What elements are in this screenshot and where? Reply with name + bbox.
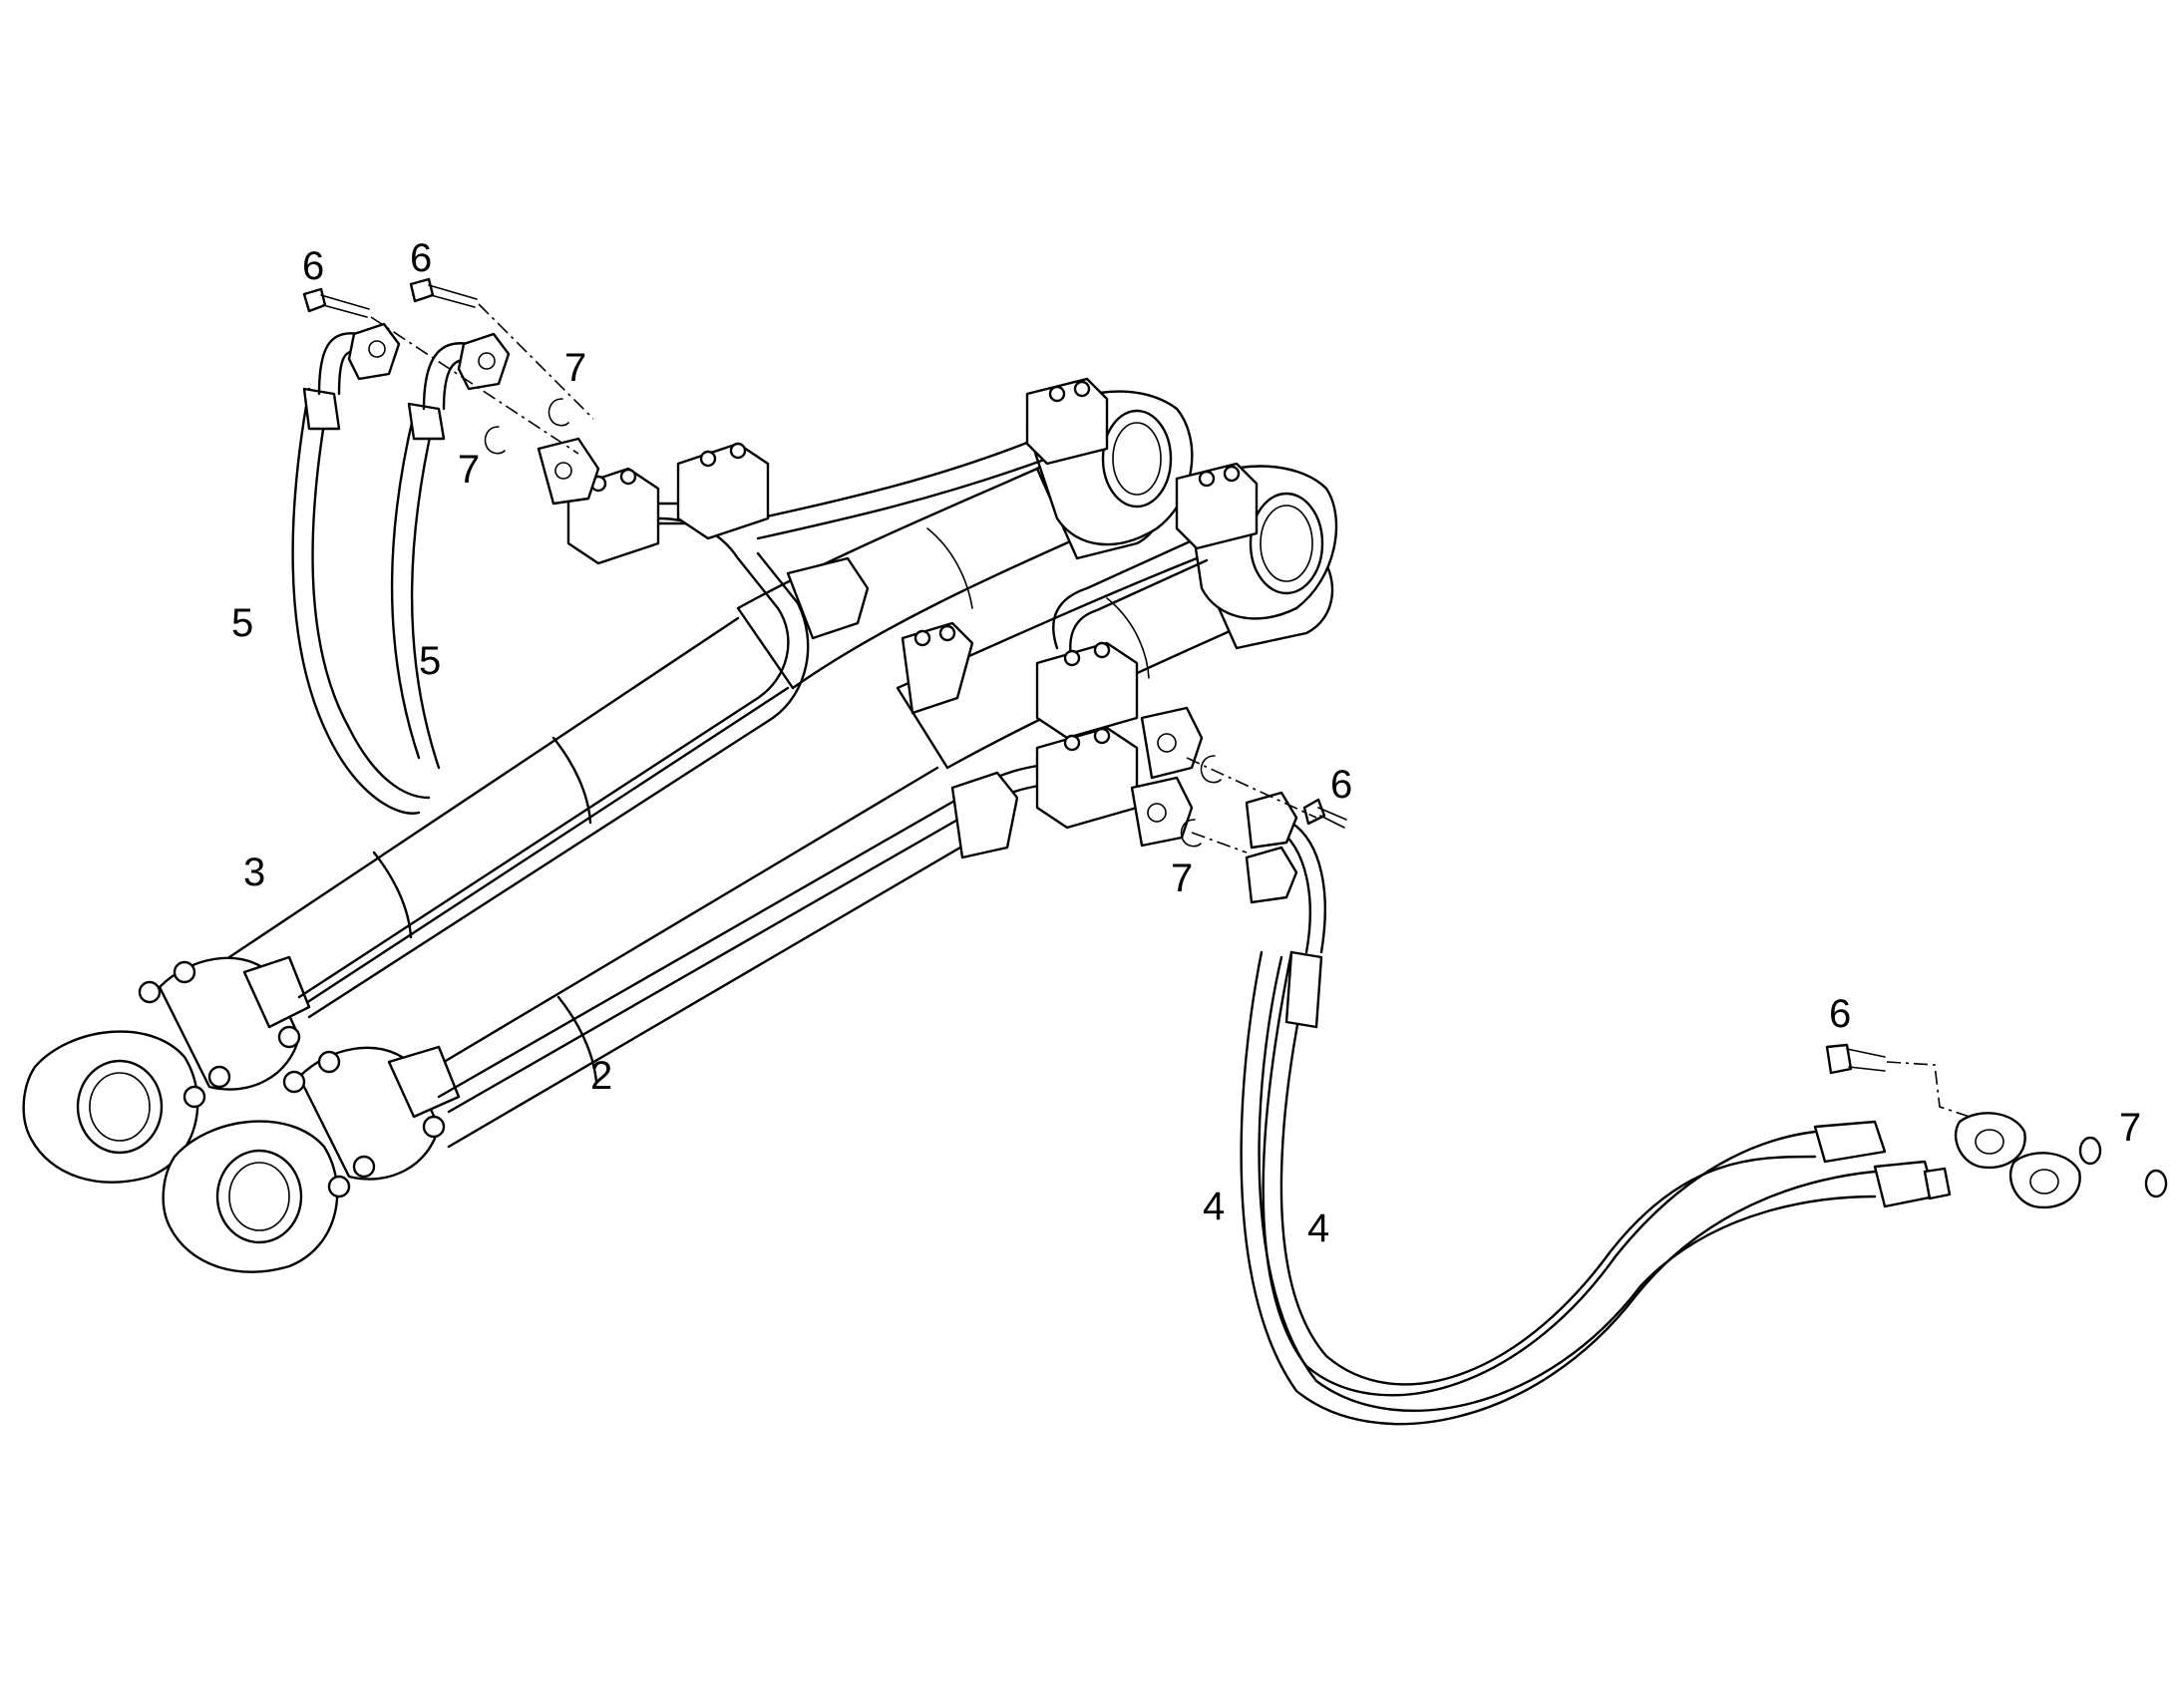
screws bbox=[302, 277, 1886, 1075]
port-flanges bbox=[537, 437, 1204, 848]
callout-2: 2 bbox=[590, 1054, 612, 1098]
callout-5-left: 5 bbox=[231, 601, 253, 645]
callout-6-bottom-right: 6 bbox=[1829, 992, 1851, 1036]
hose-4 bbox=[1240, 791, 1952, 1426]
callout-7-upper: 7 bbox=[564, 346, 586, 390]
callout-7-lower: 7 bbox=[458, 448, 480, 492]
callout-5-right: 5 bbox=[419, 639, 441, 683]
callout-6-top-right: 6 bbox=[410, 236, 432, 280]
callout-7-mid-right: 7 bbox=[1171, 856, 1193, 900]
hose-5-left bbox=[291, 322, 431, 815]
callout-6-top-left: 6 bbox=[302, 244, 324, 288]
callout-4-left: 4 bbox=[1203, 1185, 1225, 1228]
o-rings bbox=[484, 398, 2168, 1198]
hose-5-right bbox=[390, 332, 511, 770]
cylinder-3-head-eye bbox=[22, 955, 311, 1184]
assembly-center-lines bbox=[370, 303, 1971, 1118]
loose-flanges bbox=[1954, 1112, 2081, 1209]
tube-clamps bbox=[566, 377, 1259, 859]
callout-6-mid-right: 6 bbox=[1330, 763, 1352, 807]
callout-4-right: 4 bbox=[1307, 1206, 1329, 1250]
callout-7-bottom-right: 7 bbox=[2119, 1106, 2141, 1150]
callout-3: 3 bbox=[243, 851, 265, 894]
callouts: 6 6 7 7 5 5 3 2 6 7 4 4 6 7 bbox=[231, 236, 2141, 1250]
cylinder-2-head-eye bbox=[162, 1045, 461, 1273]
